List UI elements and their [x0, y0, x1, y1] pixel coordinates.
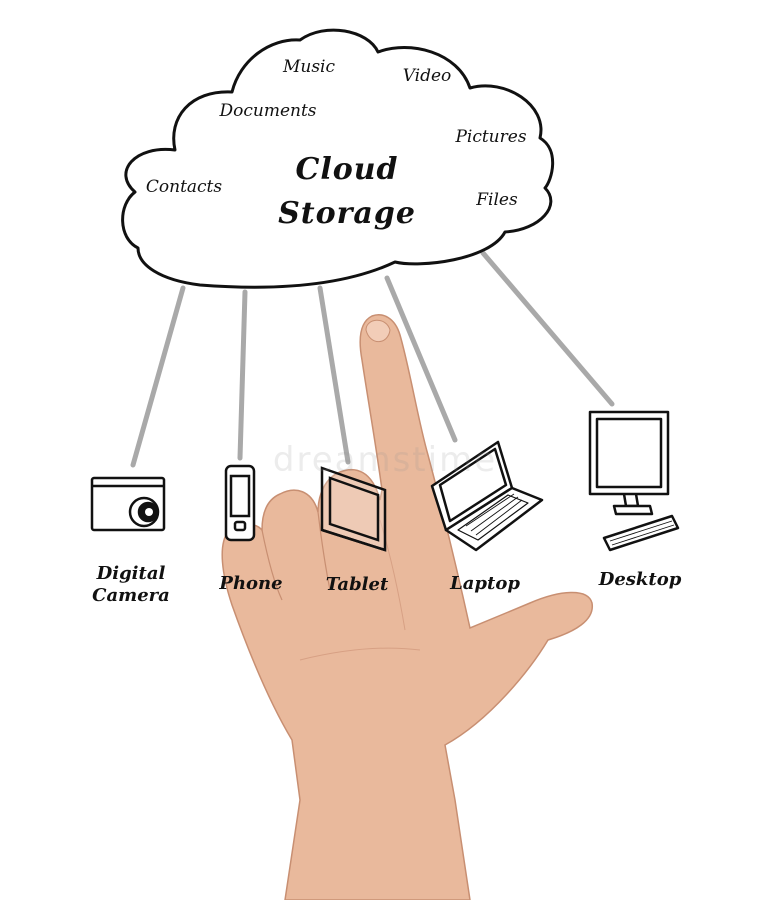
cloud-item-music: Music [282, 57, 336, 77]
cloud-shape [121, 28, 555, 289]
camera-icon [90, 476, 166, 532]
device-label-tablet: Tablet [325, 574, 389, 595]
cloud-item-documents: Documents [219, 101, 317, 121]
cloud-title-line2: Storage [278, 196, 416, 231]
device-label-camera: Digital Camera [92, 563, 170, 607]
cloud-item-contacts: Contacts [145, 177, 223, 197]
phone-icon [224, 464, 256, 542]
device-label-laptop: Laptop [450, 573, 520, 594]
cloud-item-pictures: Pictures [455, 127, 527, 147]
device-label-desktop: Desktop [598, 569, 682, 590]
connector-desktop [480, 250, 615, 407]
cloud-title-line1: Cloud [295, 152, 399, 187]
connector-laptop [384, 275, 458, 443]
cloud-item-video: Video [402, 66, 452, 86]
cloud-item-files: Files [476, 190, 518, 210]
device-label-line1: Digital [96, 563, 166, 584]
tablet-icon [320, 466, 387, 552]
laptop-icon [430, 440, 544, 552]
connector-phone [237, 289, 248, 461]
cloud-title: Cloud Storage [278, 148, 416, 236]
desktop-icon [588, 410, 680, 552]
connector-camera [130, 285, 186, 468]
connector-lines [130, 250, 615, 468]
device-label-line2: Camera [92, 585, 170, 606]
watermark-text: dreamstime [272, 440, 498, 480]
connector-tablet [317, 285, 351, 465]
device-label-phone: Phone [219, 573, 283, 594]
